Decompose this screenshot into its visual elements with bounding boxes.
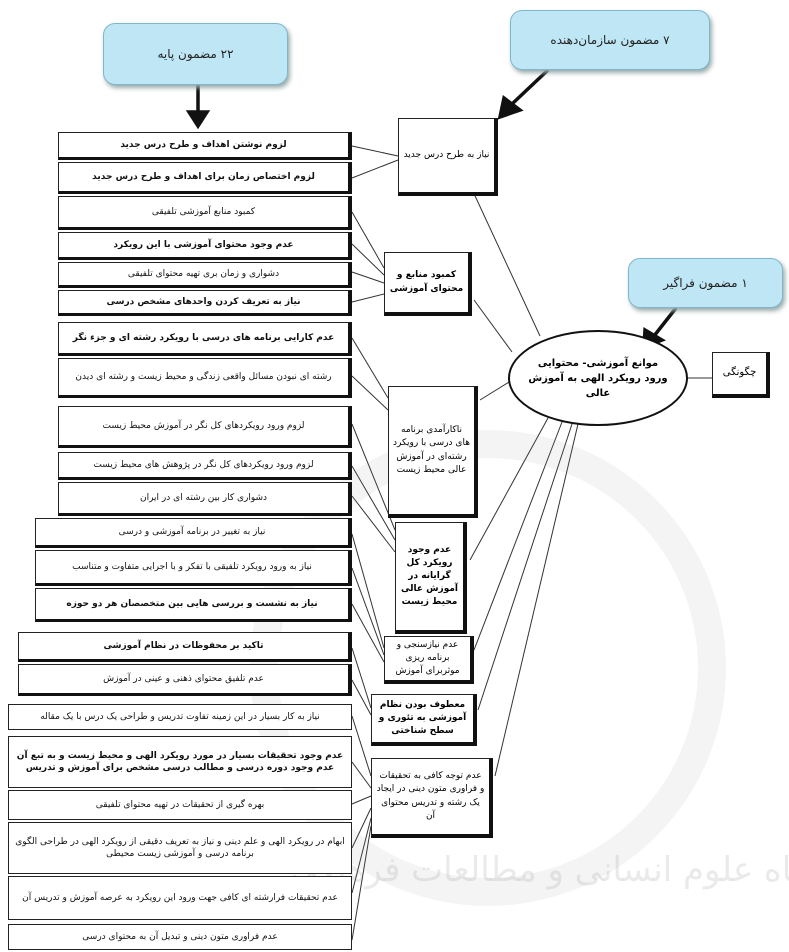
basic-theme-7: عدم کارایی برنامه های درسی با رویکرد رشت… [58, 322, 352, 356]
basic-theme-9: لزوم ورود رویکردهای کل نگر در آموزش محیط… [58, 406, 352, 448]
basic-theme-16: عدم تلفیق محتوای ذهنی و عینی در آموزش [18, 664, 352, 696]
basic-theme-20: ابهام در رویکرد الهی و علم دینی و نیاز ب… [8, 822, 352, 874]
basic-theme-11: دشواری کار بین رشته ای در ایران [58, 482, 352, 516]
global-theme-ellipse: موانع آموزشی- محتوایی ورود رویکرد الهی ب… [508, 330, 688, 426]
basic-theme-12: نیاز به تغییر در برنامه آموزشی و درسی [35, 518, 352, 548]
basic-theme-18: عدم وجود تحقیقات بسیار در مورد رویکرد ال… [8, 736, 352, 788]
basic-theme-3: کمبود منابع آموزشی تلفیقی [58, 196, 352, 230]
basic-theme-14: نیاز به نشست و بررسی هایی بین متخصصان هر… [35, 588, 352, 622]
basic-theme-1: لزوم نوشتن اهداف و طرح درس جدید [58, 132, 352, 160]
basic-theme-2: لزوم اختصاص زمان برای اهداف و طرح درس جد… [58, 162, 352, 194]
header-organizing-themes: ۷ مضمون سازمان‌دهنده [510, 10, 710, 70]
organizing-theme-3: ناکارآمدی برنامه های درسی با رویکرد رشته… [388, 386, 478, 518]
watermark-text: پژوهشگاه علوم انسانی و مطالعات فرهنگی [290, 850, 789, 890]
organizing-theme-4: عدم وجود رویکرد کل گرایانه در آموزش عالی… [395, 522, 467, 634]
basic-theme-10: لزوم ورود رویکردهای کل نگر در پژوهش های … [58, 452, 352, 480]
header-basic-themes: ۲۲ مضمون پایه [103, 23, 288, 85]
basic-theme-6: نیاز به تعریف کردن واحدهای مشخص درسی [58, 290, 352, 316]
header-global-theme: ۱ مضمون فراگیر [628, 258, 783, 308]
basic-theme-19: بهره گیری از تحقیقات در تهیه محتوای تلفی… [8, 790, 352, 820]
basic-theme-13: نیاز به ورود رویکرد تلفیقی با تفکر و با … [35, 550, 352, 586]
basic-theme-22: عدم فراوری متون دینی و تبدیل آن به محتوا… [8, 924, 352, 950]
basic-theme-21: عدم تحقیقات فرارشته ای کافی جهت ورود این… [8, 876, 352, 920]
chegunegi-box: چگونگی [712, 352, 770, 398]
basic-theme-8: رشته ای نبودن مسائل واقعی زندگی و محیط ز… [58, 358, 352, 398]
basic-theme-17: نیاز به کار بسیار در این زمینه تفاوت تدر… [8, 704, 352, 730]
organizing-theme-5: عدم نیازسنجی و برنامه ریزی موثربرای آموز… [384, 636, 474, 684]
organizing-theme-6: معطوف بودن نظام آموزشی به تئوری و سطح شن… [371, 694, 477, 746]
basic-theme-15: تاکید بر محفوظات در نظام آموزشی [18, 632, 352, 662]
organizing-theme-7: عدم توجه کافی به تحقیقات و فراوری متون د… [371, 758, 493, 838]
organizing-theme-1: نیاز به طرح درس جدید [398, 118, 498, 196]
organizing-theme-2: کمبود منابع و محتوای آموزشی [384, 252, 472, 316]
basic-theme-5: دشواری و زمان بری تهیه محتوای تلفیقی [58, 262, 352, 288]
basic-theme-4: عدم وجود محتوای آموزشی با این رویکرد [58, 232, 352, 260]
